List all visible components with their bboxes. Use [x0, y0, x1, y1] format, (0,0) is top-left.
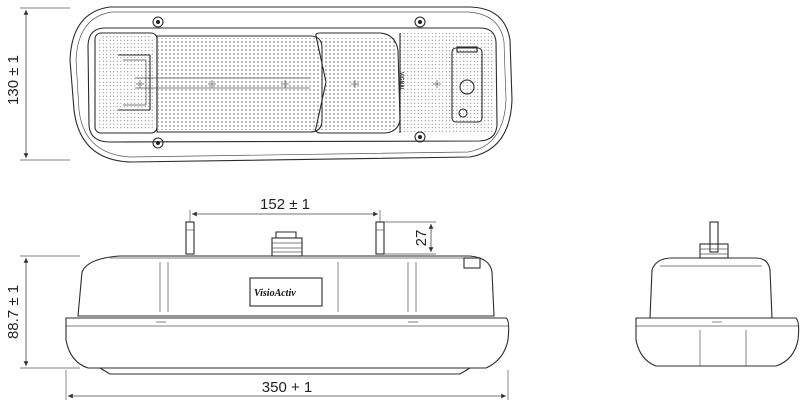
dim-height-top: 130 ± 1 [5, 7, 70, 161]
dim-length: 350 + 1 [65, 370, 509, 400]
top-view: VIGNAL [69, 6, 513, 163]
screw-icon [152, 16, 426, 149]
dim-bolt-height-label: 27 [413, 230, 430, 247]
brand-mark: VIGNAL [398, 72, 404, 91]
logo-text: VisioActiv [254, 288, 296, 299]
side-view: VisioActiv [65, 221, 510, 375]
dim-bolt-spacing: 152 ± 1 [189, 196, 381, 222]
dim-height-top-label: 130 ± 1 [5, 55, 22, 105]
dim-height-side-label: 88.7 ± 1 [5, 285, 22, 339]
dim-bolt-height: 27 [384, 221, 436, 255]
dim-bolt-spacing-label: 152 ± 1 [260, 196, 310, 213]
dim-length-label: 350 + 1 [262, 379, 312, 396]
dim-height-side: 88.7 ± 1 [5, 255, 80, 369]
end-view [635, 221, 800, 367]
